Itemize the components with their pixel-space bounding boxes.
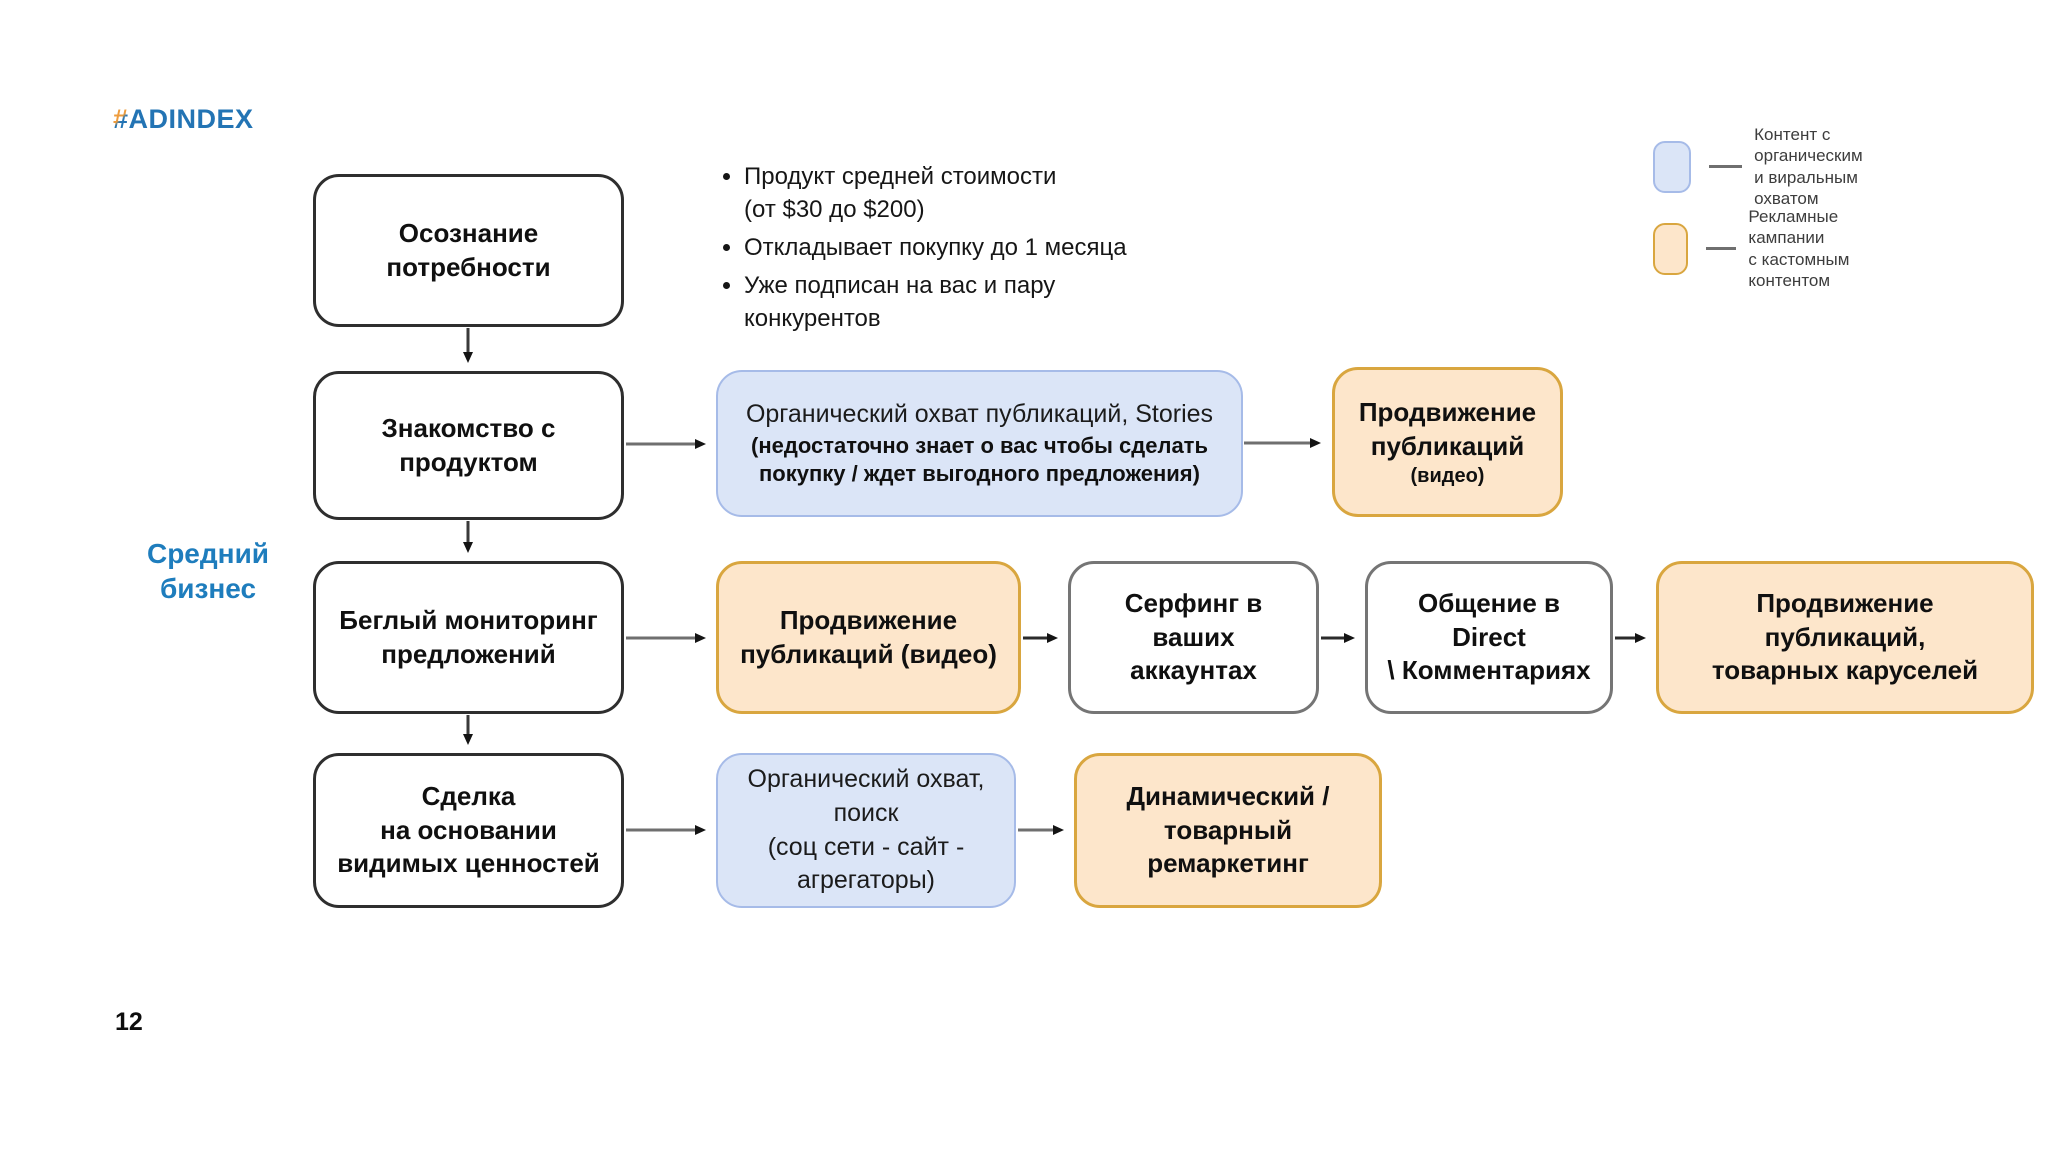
stage-node-deal: Сделка на основании видимых ценностей [313,753,624,908]
legend-item-ads: Рекламные кампании с кастомным контентом [1653,206,1871,291]
flow-node-direct-comments: Общение в Direct \ Комментариях [1365,561,1613,714]
logo-hash-icon: # [113,104,129,134]
segment-label: Средний бизнес [146,538,269,604]
stage-node-awareness: Осознание потребности [313,174,624,327]
flow-node-organic-search: Органический охват, поиск (соц сети - са… [716,753,1016,908]
logo-wordmark: ADINDEX [128,104,254,134]
ads-swatch [1653,222,1689,275]
flow-node-organic-reach-stories: Органический охват публикаций, Stories (… [716,370,1243,517]
note-item: Уже подписан на вас и пару конкурентов [744,269,1304,335]
adindex-logo: #ADINDEX [113,104,254,135]
node-subtitle: (недостаточно знает о вас чтобы сделать … [751,432,1208,487]
stage-node-acquaintance: Знакомство с продуктом [313,371,624,520]
legend-label-ads: Рекламные кампании с кастомным контентом [1748,207,1850,290]
node-title: Органический охват публикаций, Stories [745,400,1214,429]
flow-node-promo-publications: Продвижение публикаций (видео) [1332,367,1563,517]
flow-node-promo-video: Продвижение публикаций (видео) [716,561,1021,714]
page-number: 12 [115,1008,143,1036]
legend-dash [1706,247,1737,250]
audience-notes-list: Продукт средней стоимости (от $30 до $20… [712,160,1304,341]
legend-dash [1709,165,1743,168]
node-subtitle: (видео) [1410,464,1485,487]
note-item: Продукт средней стоимости (от $30 до $20… [744,160,1304,226]
note-item: Откладывает покупку до 1 месяца [744,231,1304,264]
flow-node-dynamic-remarketing: Динамический / товарный ремаркетинг [1074,753,1382,908]
flow-node-promo-carousels: Продвижение публикаций, товарных карусел… [1656,561,2034,714]
node-title: Органический охват, поиск (соц сети - са… [747,765,985,895]
legend-item-organic: Контент с органическим и виральным охват… [1653,124,1890,209]
legend-label-organic: Контент с органическим и виральным охват… [1754,125,1863,208]
organic-swatch [1653,140,1692,193]
stage-node-monitoring: Беглый мониторинг предложений [313,561,624,714]
flow-node-surfing-accounts: Серфинг в ваших аккаунтах [1068,561,1319,714]
node-title: Продвижение публикаций [1358,397,1537,461]
